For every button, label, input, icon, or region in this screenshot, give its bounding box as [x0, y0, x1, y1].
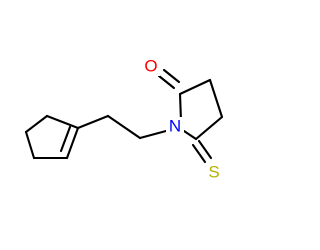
ring-bond-n-carbonyl-carbon	[178, 92, 183, 123]
thiocarbonyl-double-bond-b	[197, 139, 213, 160]
nitrogen-label-background	[166, 117, 184, 136]
thiocarbonyl-double-bond-a	[191, 143, 207, 164]
linker-bond-ring-ch2	[76, 114, 110, 130]
atom-labels: O N S	[142, 56, 223, 182]
bond-lines	[24, 68, 224, 164]
ring-bond-c1-c2	[24, 114, 49, 134]
oxygen-atom-label: O	[144, 56, 157, 75]
oxygen-label-background	[142, 57, 160, 76]
molecule-structure: O N S	[24, 56, 224, 182]
ring-bond-ch2-ch2	[208, 78, 224, 119]
carbonyl-double-bond-a	[157, 74, 176, 90]
linker-bond-ch2-ch2	[106, 114, 142, 140]
ring-bond-c2-c3	[24, 130, 36, 160]
sulfur-label-background	[205, 163, 223, 182]
ring-bond-c5-c1	[45, 114, 80, 130]
structure-diagram-canvas: O N S	[24, 56, 224, 182]
ring-bond-c4-c5-inner	[59, 125, 72, 153]
nitrogen-atom-label: N	[169, 116, 181, 135]
linker-bond-ch2-n	[138, 129, 168, 140]
ring-bond-carbonyl-ch2	[178, 78, 212, 96]
ring-bond-thiocarbonyl-n	[182, 129, 198, 141]
sulfur-atom-label: S	[208, 162, 219, 181]
ring-bond-c4-c5-outer	[65, 126, 80, 160]
ring-bond-ch2-thiocarbonyl	[194, 115, 224, 141]
carbonyl-double-bond-b	[162, 68, 181, 84]
